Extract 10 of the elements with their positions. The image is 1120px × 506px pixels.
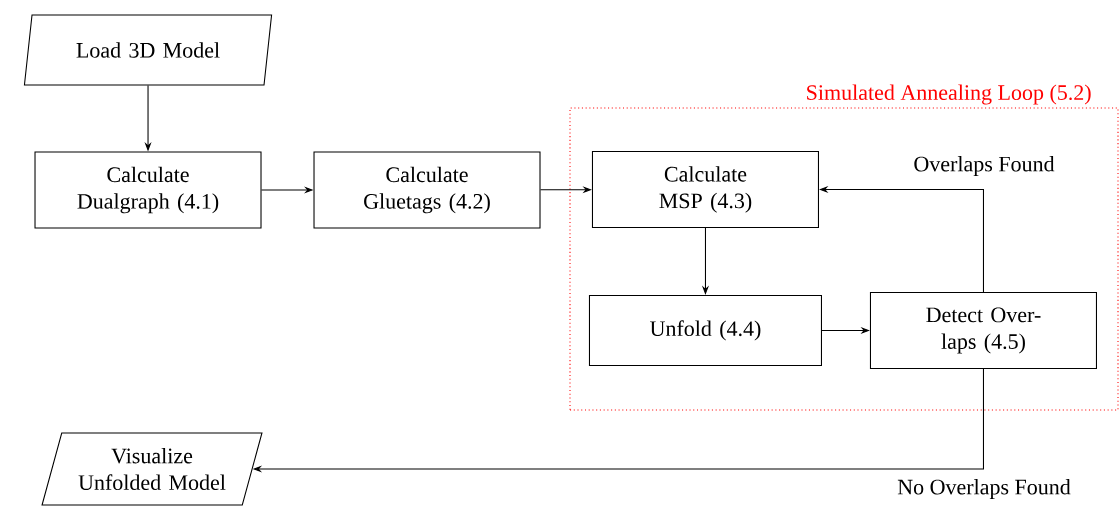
input-output-parallelogram: Load 3D Model: [23, 14, 273, 86]
process-box: Unfold (4.4): [588, 294, 822, 366]
process-box: Calculate Dualgraph (4.1): [34, 151, 262, 229]
edge-label: Overlaps Found: [912, 154, 1056, 178]
process-box: Detect Over-laps (4.5): [869, 291, 1097, 369]
process-box: Calculate MSP (4.3): [591, 150, 819, 228]
edge-label: No Overlaps Found: [895, 477, 1073, 501]
input-output-parallelogram: Visualize Unfolded Model: [41, 432, 263, 506]
node-label: Simulated Annealing Loop (5.2): [807, 84, 1091, 105]
process-box: Calculate Gluetags (4.2): [313, 151, 541, 229]
